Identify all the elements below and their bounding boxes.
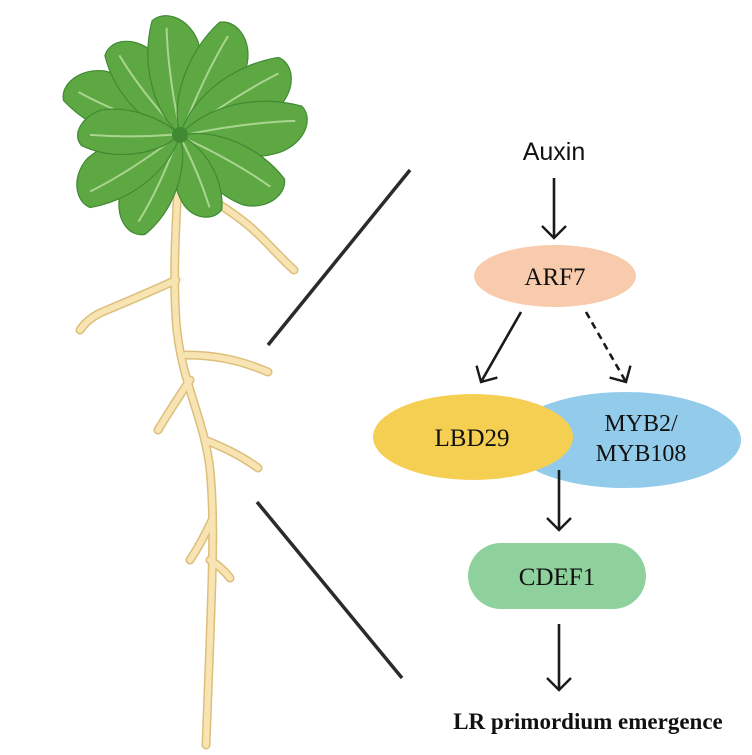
lbd29-node: LBD29 <box>373 394 573 480</box>
myb-node: MYB2/ MYB108 <box>509 392 741 488</box>
zoom-line-upper <box>266 168 412 347</box>
myb-label-line1: MYB2/ <box>604 411 678 437</box>
auxin-label: Auxin <box>523 138 586 166</box>
root-system <box>75 135 299 750</box>
arf7-node: ARF7 <box>474 245 636 307</box>
arrow-arf7-to-lbd29 <box>475 311 523 384</box>
rosette-leaves <box>62 15 308 236</box>
arf7-label: ARF7 <box>524 264 585 291</box>
lbd29-label: LBD29 <box>435 425 510 452</box>
arrow-arf7-to-myb-dashed <box>584 311 632 384</box>
arabidopsis-seedling-icon <box>62 15 308 750</box>
outcome-label: LR primordium emergence <box>453 709 723 734</box>
myb-label-line2: MYB108 <box>596 441 687 467</box>
cdef1-label: CDEF1 <box>519 564 595 591</box>
cdef1-node: CDEF1 <box>468 543 646 609</box>
zoom-line-lower <box>255 500 404 680</box>
